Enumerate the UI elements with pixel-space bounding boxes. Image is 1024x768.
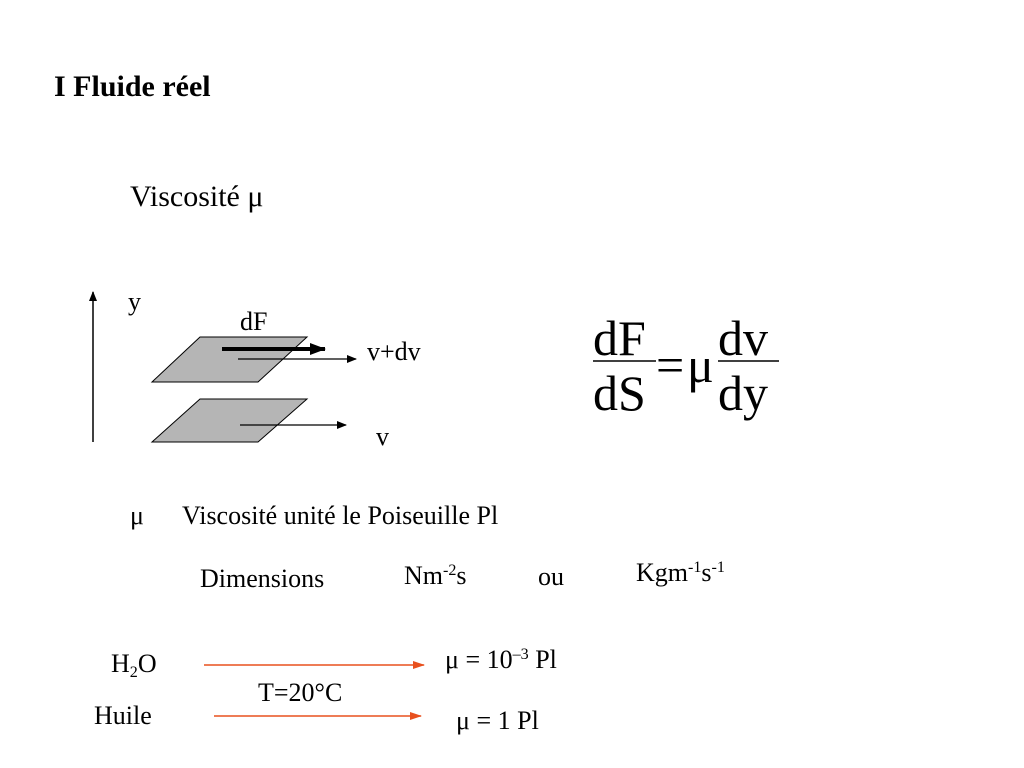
unit1-exp: -2 bbox=[443, 562, 457, 580]
section-title: Viscosité μ bbox=[130, 182, 263, 212]
unit1-base: Nm bbox=[404, 561, 443, 590]
viscosity-unit-text: Viscosité unité le Poiseuille Pl bbox=[182, 501, 499, 530]
water-viscosity: μ = 10–3 Pl bbox=[445, 647, 557, 673]
lower-velocity-label: v bbox=[376, 422, 389, 451]
temperature-label: T=20°C bbox=[258, 678, 343, 707]
water-value-exp: –3 bbox=[512, 646, 529, 664]
formula-num-left: dF bbox=[593, 310, 646, 366]
unit-nm2s: Nm-2s bbox=[404, 563, 467, 589]
formula-mu: μ bbox=[687, 337, 714, 393]
or-word: ou bbox=[538, 562, 564, 591]
unit-kgms: Kgm-1s-1 bbox=[636, 560, 725, 586]
viscosity-symbol: μ bbox=[130, 501, 144, 530]
formula-den-left: dS bbox=[593, 365, 646, 421]
water-value-unit: Pl bbox=[528, 645, 557, 674]
formula-equals: = bbox=[656, 337, 685, 393]
formula-num-right: dv bbox=[718, 310, 768, 366]
y-axis-label: y bbox=[128, 287, 141, 316]
water-value-prefix: μ = 10 bbox=[445, 645, 513, 674]
force-label: dF bbox=[240, 307, 268, 336]
unit2-base: Kgm bbox=[636, 558, 688, 587]
mu-symbol: μ bbox=[247, 180, 264, 213]
water-label: H2O bbox=[111, 649, 157, 681]
upper-velocity-label: v+dv bbox=[367, 337, 421, 366]
water-sub: 2 bbox=[129, 663, 138, 681]
subtitle-text: Viscosité bbox=[130, 180, 240, 213]
page-title: I Fluide réel bbox=[54, 70, 211, 103]
unit1-tail: s bbox=[456, 561, 467, 590]
oil-viscosity: μ = 1 Pl bbox=[456, 706, 539, 735]
water-h: H bbox=[111, 649, 130, 678]
lower-plate bbox=[150, 398, 309, 443]
unit2-mid: s bbox=[701, 558, 712, 587]
dimensions-label: Dimensions bbox=[200, 564, 325, 593]
formula-den-right: dy bbox=[718, 365, 768, 421]
unit2-exp2: -1 bbox=[711, 559, 725, 577]
water-o: O bbox=[137, 649, 157, 678]
oil-label: Huile bbox=[94, 701, 152, 730]
unit2-exp1: -1 bbox=[688, 559, 702, 577]
